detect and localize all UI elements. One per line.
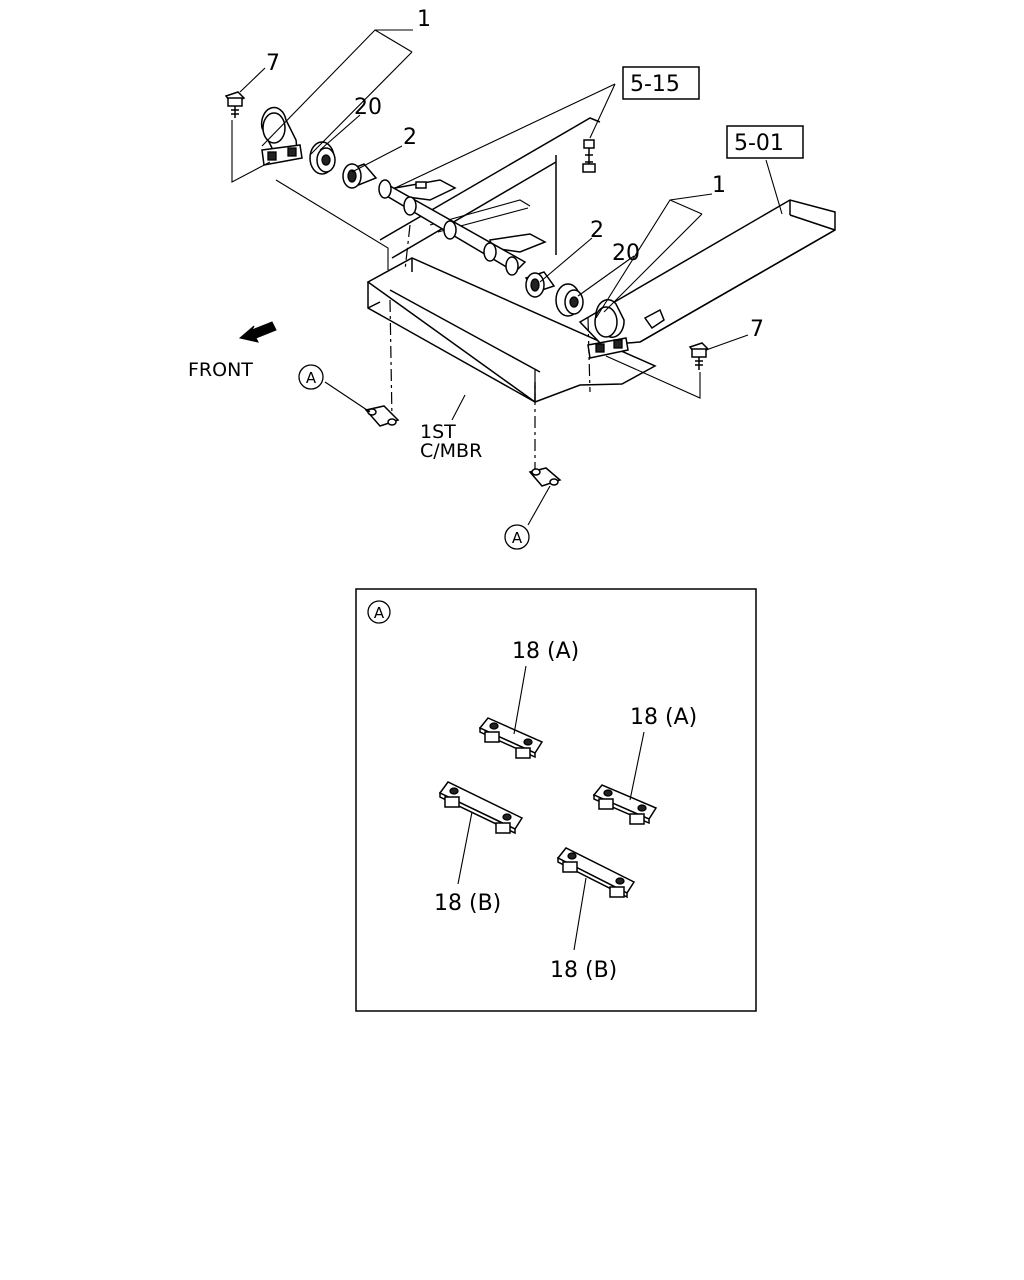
bolt-7-right xyxy=(688,342,710,370)
cross-member-frame xyxy=(366,117,836,470)
plate-18b-left xyxy=(438,781,524,835)
label-part-7-right: 7 xyxy=(750,317,764,342)
clip-a-bottom xyxy=(528,467,562,487)
view-a-marker-2-label: A xyxy=(512,529,523,547)
label-part-18b-right: 18 (B) xyxy=(550,958,617,983)
label-cross-member-line1: 1ST xyxy=(420,421,456,443)
label-part-2-top: 2 xyxy=(403,125,417,150)
label-part-18a-right: 18 (A) xyxy=(630,705,697,730)
bolt-7-left xyxy=(224,91,246,118)
leader-lines xyxy=(231,29,783,526)
ref-5-01-label: 5-01 xyxy=(734,131,784,156)
view-a-marker-2: A xyxy=(504,524,530,550)
stabilizer-shaft xyxy=(378,179,527,276)
detail-a-panel: A xyxy=(355,588,757,1012)
label-cross-member-line2: C/MBR xyxy=(420,440,482,462)
clamp-right xyxy=(587,299,629,359)
view-a-marker-1-label: A xyxy=(306,369,317,387)
label-part-2-right: 2 xyxy=(590,218,604,243)
label-part-1-right: 1 xyxy=(712,173,726,198)
detail-leader-lines xyxy=(457,665,645,951)
clamp-left xyxy=(260,106,303,166)
clip-a-left xyxy=(364,405,400,427)
label-part-18b-left: 18 (B) xyxy=(434,891,501,916)
ref-5-01-box: 5-01 xyxy=(726,125,804,159)
bushing-20-left xyxy=(309,141,336,175)
front-arrow-icon xyxy=(238,321,277,343)
label-front: FRONT xyxy=(188,359,253,381)
label-part-7-left: 7 xyxy=(266,51,280,76)
label-part-20-right: 20 xyxy=(612,241,640,266)
bolt-5-15 xyxy=(582,139,596,173)
plate-18a-right xyxy=(592,784,658,825)
detail-a-title: A xyxy=(374,604,385,622)
collar-2-right xyxy=(524,271,556,298)
label-part-18a-left: 18 (A) xyxy=(512,639,579,664)
ref-5-15-label: 5-15 xyxy=(630,72,680,97)
plate-18b-right xyxy=(556,847,636,899)
label-part-1-top: 1 xyxy=(417,7,431,32)
label-part-20-top: 20 xyxy=(354,95,382,120)
ref-5-15-box: 5-15 xyxy=(622,66,700,100)
bushing-20-right xyxy=(555,283,584,317)
view-a-marker-1: A xyxy=(298,364,324,390)
plate-18a-left xyxy=(478,717,544,759)
